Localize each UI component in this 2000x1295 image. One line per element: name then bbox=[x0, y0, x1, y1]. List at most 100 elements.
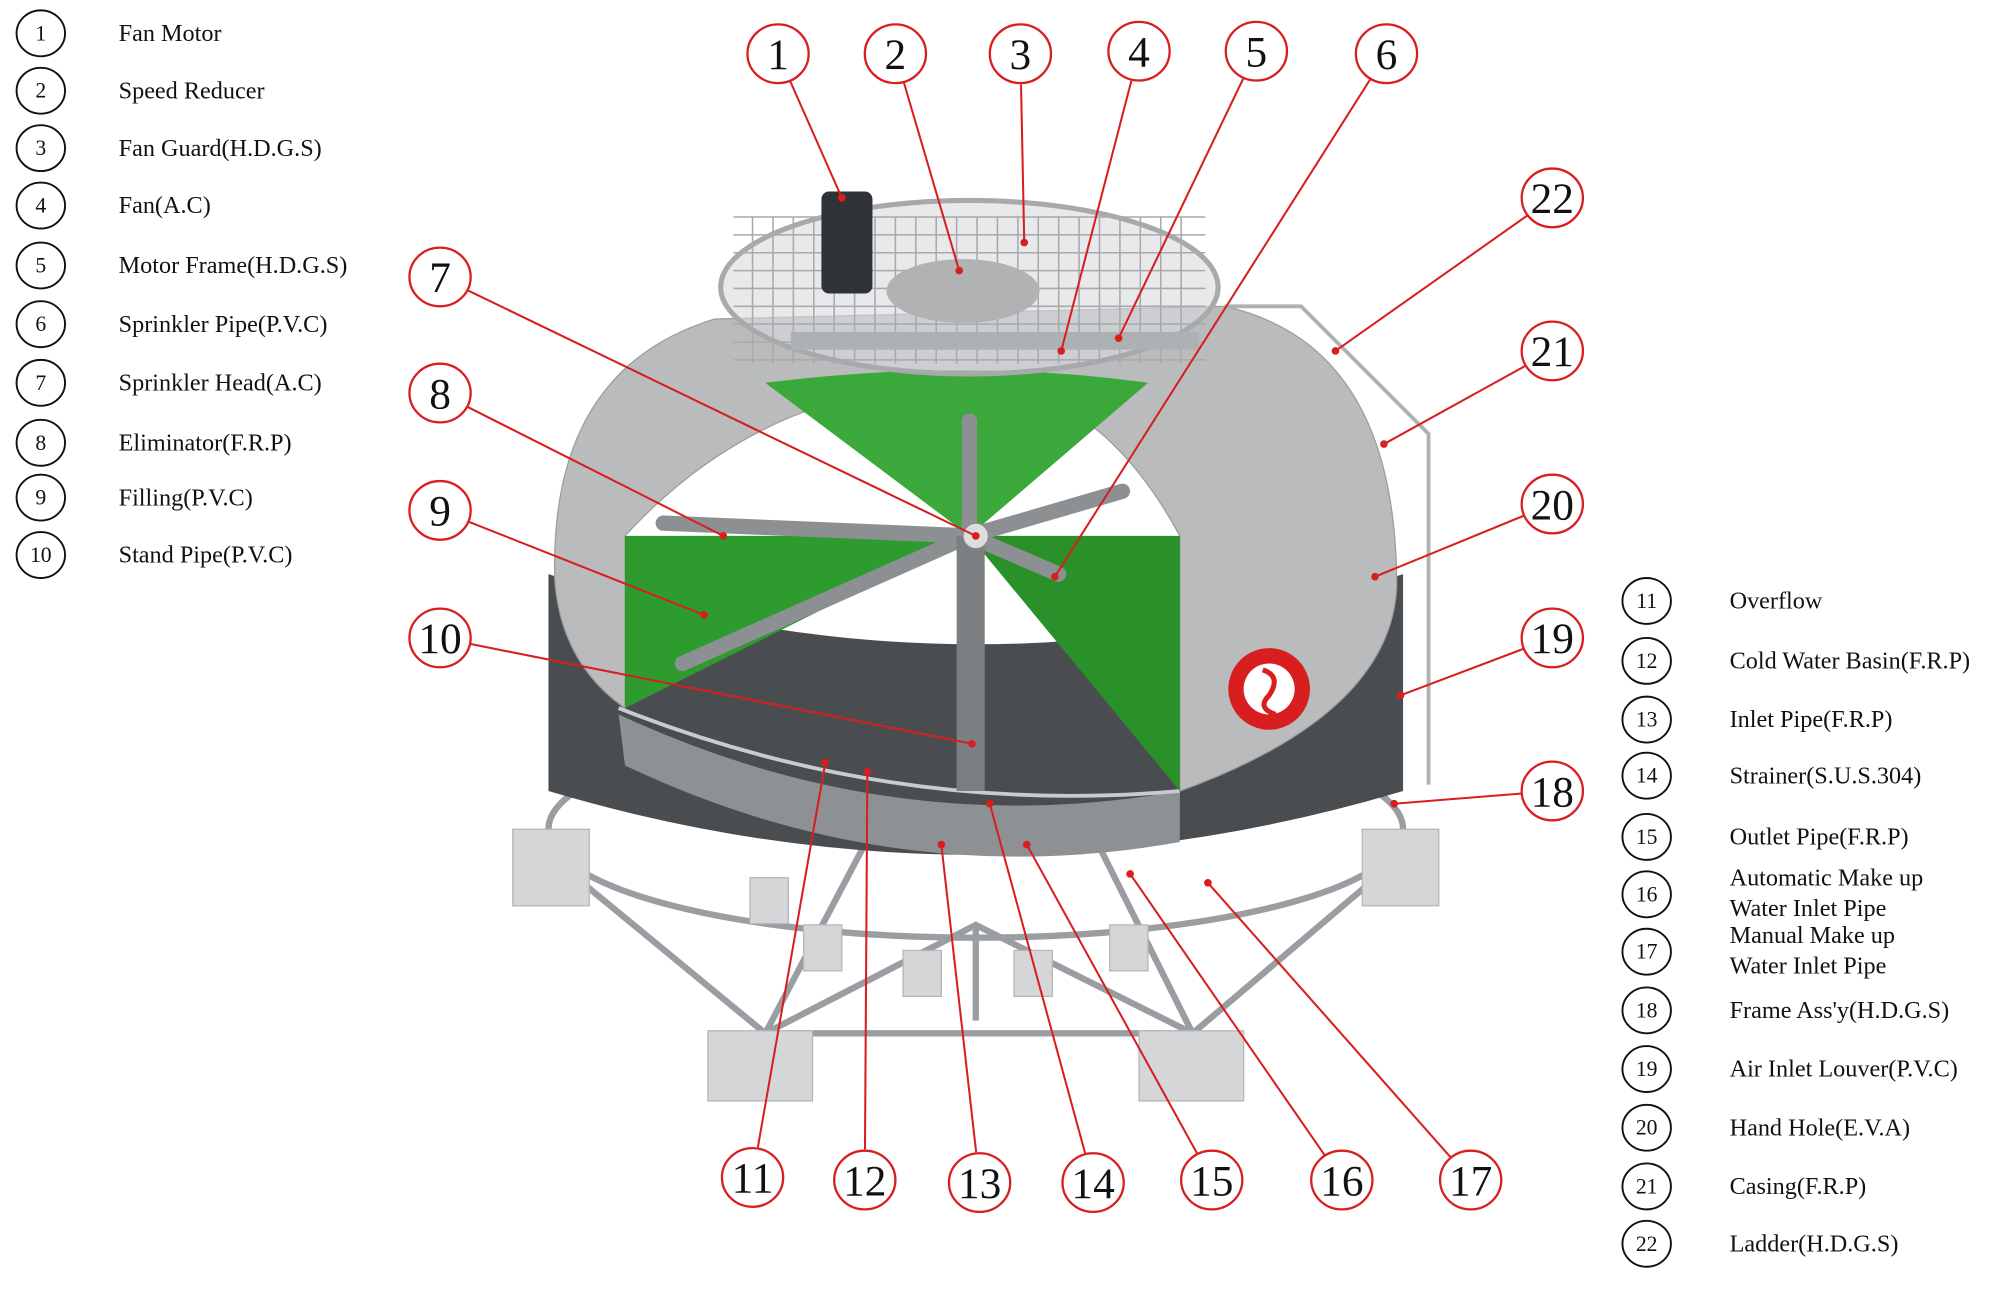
motor-frame bbox=[790, 331, 1199, 350]
legend-item: 22 Ladder(H.D.G.S) bbox=[1621, 1219, 1899, 1268]
legend-label: Automatic Make up bbox=[1730, 864, 1924, 891]
callout-10: 10 bbox=[408, 607, 976, 748]
callout-number: 7 bbox=[429, 254, 451, 302]
leader-line bbox=[940, 844, 978, 1153]
legend-number: 8 bbox=[35, 431, 46, 455]
legend-number: 16 bbox=[1636, 882, 1658, 906]
leader-dot bbox=[1022, 840, 1031, 849]
leader-dot bbox=[937, 840, 946, 849]
callout-number: 9 bbox=[429, 488, 451, 536]
fan-motor bbox=[821, 191, 873, 294]
callout-circle bbox=[1107, 20, 1171, 82]
leader-line bbox=[1117, 78, 1245, 339]
legend-number: 19 bbox=[1636, 1057, 1658, 1081]
leader-line bbox=[466, 405, 724, 537]
leader-dot bbox=[1114, 334, 1123, 343]
callout-18: 18 bbox=[1390, 760, 1585, 822]
legend-number: 22 bbox=[1636, 1232, 1658, 1256]
legend-label: Motor Frame(H.D.G.S) bbox=[119, 252, 348, 279]
legend-label: Stand Pipe(P.V.C) bbox=[119, 542, 293, 569]
leader-line bbox=[1400, 647, 1525, 697]
leader-line bbox=[756, 762, 827, 1148]
leader-dot bbox=[1331, 347, 1340, 355]
leader-line bbox=[1383, 364, 1527, 445]
legend-number: 14 bbox=[1636, 764, 1658, 788]
legend-number: 1 bbox=[35, 21, 46, 45]
leader-dot bbox=[968, 739, 976, 748]
legend-label: Sprinkler Pipe(P.V.C) bbox=[119, 311, 328, 338]
leader-dot bbox=[821, 759, 830, 767]
callout-number: 17 bbox=[1449, 1157, 1492, 1205]
foundation-blocks bbox=[512, 828, 1440, 1102]
callout-9: 9 bbox=[408, 479, 708, 619]
legend-label: Frame Ass'y(H.D.G.S) bbox=[1730, 997, 1950, 1024]
legend-number: 18 bbox=[1636, 998, 1658, 1022]
legend-label: Fan Motor bbox=[119, 20, 222, 47]
legend-number-circle bbox=[15, 418, 67, 467]
callout-circle bbox=[1520, 760, 1585, 822]
leader-dot bbox=[1020, 238, 1029, 247]
legend-label: Air Inlet Louver(P.V.C) bbox=[1730, 1056, 1958, 1083]
callout-circle bbox=[1520, 607, 1585, 669]
legend-label: Filling(P.V.C) bbox=[119, 484, 253, 511]
legend-label: Ladder(H.D.G.S) bbox=[1730, 1230, 1899, 1257]
callout-3: 3 bbox=[988, 23, 1053, 247]
callout-circle bbox=[863, 23, 928, 85]
leader-dot bbox=[700, 611, 708, 619]
callout-circle bbox=[1179, 1149, 1244, 1211]
callout-number: 20 bbox=[1531, 481, 1574, 529]
callout-20: 20 bbox=[1371, 473, 1585, 581]
legend-number-circle bbox=[15, 66, 67, 115]
legend-number-circle bbox=[1621, 695, 1672, 744]
leader-line bbox=[1053, 79, 1371, 578]
legend-label: Manual Make up bbox=[1730, 922, 1895, 949]
ladder bbox=[1224, 304, 1431, 785]
callout-number: 16 bbox=[1320, 1157, 1363, 1205]
legend-number-circle bbox=[1621, 751, 1672, 800]
legend-number-circle bbox=[1621, 636, 1672, 685]
leader-line bbox=[1394, 792, 1522, 805]
legend-number: 5 bbox=[35, 253, 46, 277]
legend-number-circle bbox=[1621, 812, 1672, 861]
legend-number: 6 bbox=[35, 312, 46, 336]
legend-number: 7 bbox=[35, 371, 46, 395]
legend-number-circle bbox=[1621, 1103, 1672, 1152]
legend-number-circle bbox=[15, 531, 67, 579]
callout-15: 15 bbox=[1022, 840, 1244, 1211]
legend-number: 9 bbox=[35, 486, 46, 510]
callout-19: 19 bbox=[1396, 607, 1585, 700]
legend-number: 3 bbox=[35, 136, 46, 160]
leader-line bbox=[1020, 84, 1026, 243]
callout-circle bbox=[408, 607, 472, 669]
callout-number: 13 bbox=[958, 1160, 1001, 1208]
stand-pipe bbox=[956, 535, 985, 791]
leader-line bbox=[1129, 873, 1326, 1156]
legend-number: 12 bbox=[1636, 649, 1658, 673]
leader-dot bbox=[719, 532, 728, 540]
legend-number-circle bbox=[15, 241, 67, 290]
callout-circle bbox=[1310, 1149, 1374, 1211]
callout-21: 21 bbox=[1380, 320, 1585, 448]
legend-label: Casing(F.R.P) bbox=[1730, 1173, 1867, 1200]
legend-number: 21 bbox=[1636, 1174, 1658, 1198]
leader-line bbox=[903, 82, 961, 271]
leader-dot bbox=[1204, 879, 1212, 887]
legend-label: Outlet Pipe(F.R.P) bbox=[1730, 824, 1909, 851]
legend-item: 9 Filling(P.V.C) bbox=[15, 473, 253, 522]
legend-item: 19 Air Inlet Louver(P.V.C) bbox=[1621, 1045, 1958, 1093]
callout-5: 5 bbox=[1114, 20, 1289, 343]
legend-item: 18 Frame Ass'y(H.D.G.S) bbox=[1621, 986, 1950, 1035]
callout-circle bbox=[1438, 1149, 1503, 1211]
leader-dot bbox=[1396, 691, 1405, 700]
legend-number-circle bbox=[1621, 1162, 1672, 1211]
callout-number: 8 bbox=[429, 370, 451, 418]
